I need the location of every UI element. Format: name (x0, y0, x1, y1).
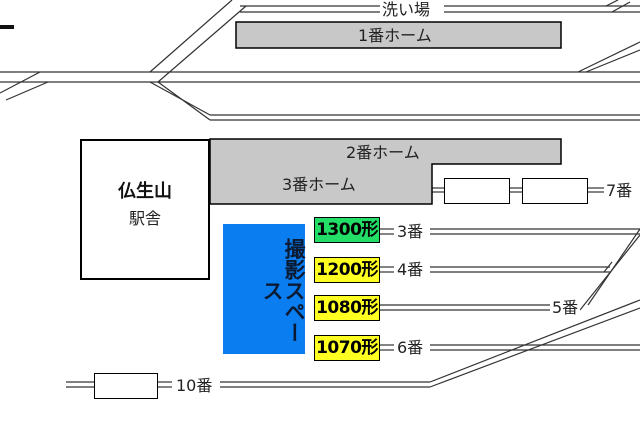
car-box (94, 373, 158, 399)
track-line (585, 49, 640, 73)
track-line (577, 41, 640, 73)
track-4-label: 4番 (395, 260, 426, 279)
track-end-marker (0, 25, 14, 29)
train-1200: 1200形 (314, 257, 380, 283)
car-box (444, 178, 510, 204)
platform-1-label: 1番ホーム (358, 26, 432, 45)
track-10-label: 10番 (174, 376, 215, 395)
track-line (0, 71, 41, 94)
platform-1 (235, 21, 562, 49)
track-line (429, 307, 640, 388)
station-building: 仏生山 駅舎 (80, 139, 210, 280)
track-5-label: 5番 (550, 298, 581, 317)
track-line (429, 299, 640, 383)
station-name: 仏生山 (118, 181, 172, 202)
train-1080: 1080形 (314, 295, 380, 321)
track-line (157, 81, 211, 121)
train-1070: 1070形 (314, 335, 380, 361)
train-1300: 1300形 (314, 217, 380, 243)
track-line (157, 5, 247, 83)
station-building-label: 駅舎 (128, 209, 161, 228)
track-line (605, 0, 619, 7)
track-3-label: 3番 (395, 222, 426, 241)
track-line (603, 261, 613, 273)
track-7-label: 7番 (604, 181, 635, 200)
track-line (587, 228, 640, 306)
track-line (149, 0, 233, 73)
track-6-label: 6番 (395, 338, 426, 357)
platform-2-label: 2番ホーム (346, 143, 420, 162)
photo-space-label: 撮影スペース (260, 237, 306, 343)
track-line (611, 1, 631, 13)
wash-area-label: 洗い場 (380, 0, 433, 19)
platform-3-label: 3番ホーム (282, 175, 356, 194)
photo-space: 撮影スペース (223, 224, 306, 354)
platform-2-3 (209, 138, 562, 205)
car-box (522, 178, 588, 204)
track-line (5, 81, 49, 101)
